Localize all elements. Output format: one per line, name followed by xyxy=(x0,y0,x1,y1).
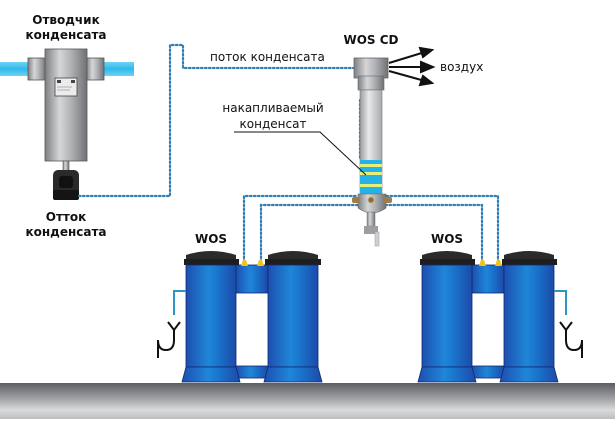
outlet-pipe xyxy=(100,62,134,76)
wos-unit-right xyxy=(417,251,583,383)
accumulated-label-line1: накапливаемый xyxy=(222,101,323,115)
wos-left-label: WOS xyxy=(195,232,227,246)
wos-unit-left xyxy=(157,251,323,383)
separator-body xyxy=(44,48,88,162)
air-label: воздух xyxy=(440,60,483,74)
wos-cd-unit xyxy=(352,57,392,247)
wos-cd-label: WOS CD xyxy=(343,33,398,47)
condensate-separator xyxy=(0,48,134,200)
accumulated-label-line2: конденсат xyxy=(240,117,307,131)
callout-line xyxy=(234,131,367,176)
separator-title-line2: конденсата xyxy=(25,28,106,42)
wos-cd-head xyxy=(353,57,389,79)
inlet-pipe xyxy=(0,62,32,76)
condensate-flow-lines xyxy=(77,43,500,264)
condensate-flow-label: поток конденсата xyxy=(210,50,325,64)
air-arrows xyxy=(388,46,436,87)
ground-pipe xyxy=(0,383,615,419)
wos-right-label: WOS xyxy=(431,232,463,246)
drain-title-line2: конденсата xyxy=(25,225,106,239)
drain-title-line1: Отток xyxy=(46,210,87,224)
separator-title-line1: Отводчик xyxy=(32,13,99,27)
